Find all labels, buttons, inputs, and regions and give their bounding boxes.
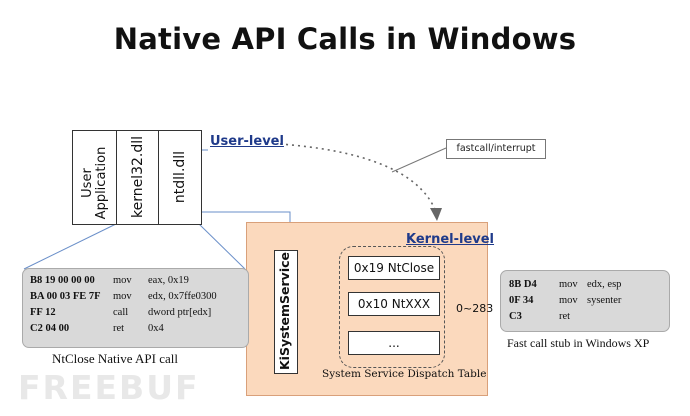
ntclose-code-box: B8 19 00 00 00 mov eax, 0x19 BA 00 03 FE… — [22, 268, 249, 348]
dispatch-range-label: 0~283 — [456, 302, 494, 315]
code-mnemonic: ret — [113, 323, 125, 334]
ntdll-dll-label: ntdll.dll — [172, 150, 188, 204]
code-mnemonic: call — [113, 307, 129, 318]
code-bytes: 0F 34 — [509, 295, 534, 306]
dispatch-table-caption: System Service Dispatch Table — [322, 368, 487, 380]
fastcall-code-box: 8B D4 mov edx, esp 0F 34 mov sysenter C3… — [500, 270, 670, 332]
code-mnemonic: ret — [559, 311, 571, 322]
code-operands: 0x4 — [148, 323, 164, 334]
code-bytes: C2 04 00 — [30, 323, 70, 334]
fastcall-interrupt-callout: fastcall/interrupt — [446, 139, 546, 159]
fastcall-arrowhead — [430, 208, 442, 221]
code-mnemonic: mov — [559, 295, 578, 306]
code-mnemonic: mov — [113, 275, 132, 286]
kernel32-dll-box: kernel32.dll — [116, 130, 160, 225]
code-operands: edx, 0x7ffe0300 — [148, 291, 217, 302]
fastcall-caption: Fast call stub in Windows XP — [507, 336, 650, 350]
ntclose-callout-left — [23, 222, 119, 270]
code-operands: edx, esp — [587, 279, 622, 290]
fastcall-dotted-arrow — [279, 143, 437, 213]
code-mnemonic: mov — [559, 279, 578, 290]
user-application-box: User Application — [72, 130, 118, 225]
kisystemservice-label: KiSystemService — [277, 252, 292, 371]
ntclose-callout-right — [197, 222, 246, 270]
code-bytes: BA 00 03 FE 7F — [30, 291, 101, 302]
code-operands: sysenter — [587, 295, 622, 306]
dispatch-table-outline — [339, 246, 445, 368]
code-mnemonic: mov — [113, 291, 132, 302]
ntclose-caption: NtClose Native API call — [52, 351, 179, 366]
dispatch-entry-ntxxx: 0x10 NtXXX — [348, 292, 440, 316]
callout-pointer — [391, 147, 447, 173]
code-bytes: FF 12 — [30, 307, 56, 318]
code-operands: dword ptr[edx] — [148, 307, 212, 318]
kisystemservice-box: KiSystemService — [274, 250, 298, 374]
code-bytes: B8 19 00 00 00 — [30, 275, 95, 286]
dispatch-entry-ntclose: 0x19 NtClose — [348, 256, 440, 280]
code-operands: eax, 0x19 — [148, 275, 189, 286]
dispatch-entry-ellipsis: ... — [348, 331, 440, 355]
user-application-label: User Application — [80, 146, 109, 220]
page-title: Native API Calls in Windows — [113, 22, 577, 56]
code-bytes: C3 — [509, 311, 522, 322]
kernel-level-label: Kernel-level — [406, 232, 495, 247]
user-level-label: User-level — [210, 134, 284, 149]
ntdll-dll-box: ntdll.dll — [158, 130, 202, 225]
code-bytes: 8B D4 — [509, 279, 537, 290]
freebuf-watermark: FREEBUF — [18, 368, 200, 407]
kernel32-dll-label: kernel32.dll — [130, 135, 146, 219]
